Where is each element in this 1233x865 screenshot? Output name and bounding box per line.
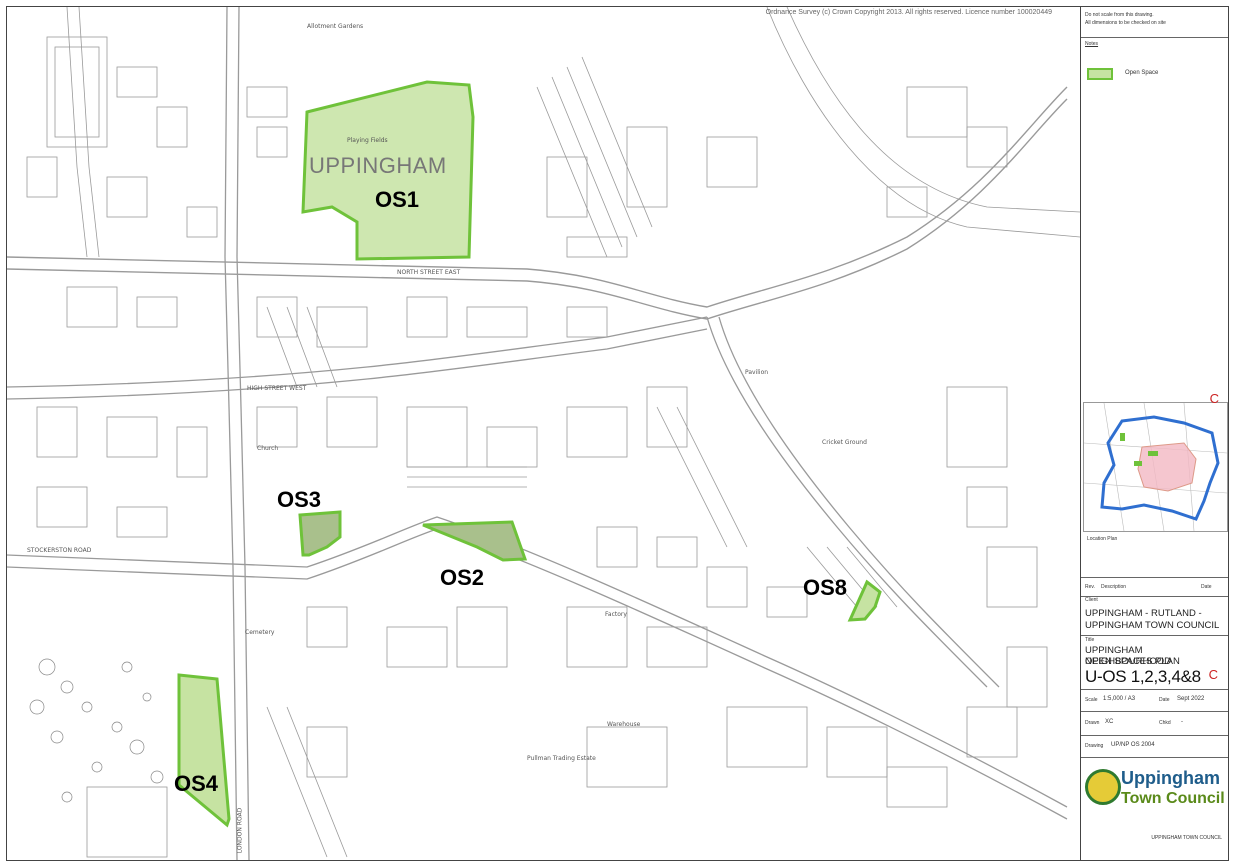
road-label-high-street-west: HIGH STREET WEST [247, 385, 307, 392]
road-label-north-street-east: NORTH STREET EAST [397, 269, 461, 276]
drawn-label: Drawn [1085, 720, 1100, 726]
drawing-notes: Do not scale from this drawing. All dime… [1081, 7, 1228, 38]
plan-revision-letter: C [1208, 667, 1218, 682]
legend-heading: Notes [1085, 41, 1099, 47]
revision-label: Rev. [1085, 584, 1095, 590]
client-line-2: UPPINGHAM TOWN COUNCIL [1085, 620, 1220, 631]
place-label-cricket-ground: Cricket Ground [822, 439, 867, 446]
logo-line-1: Uppingham [1121, 768, 1220, 788]
place-label-church: Church [257, 445, 279, 452]
open-space-label-os3: OS3 [277, 487, 322, 512]
open-space-os4[interactable] [177, 673, 231, 828]
drawn-checked-row: Drawn XC Chkd - [1081, 711, 1228, 736]
inset-map-svg [1083, 402, 1228, 532]
inset-caption: Location Plan [1087, 536, 1118, 542]
drawing-label: Drawing [1085, 743, 1104, 749]
drawn-value: XC [1105, 719, 1114, 725]
open-space-label-os2: OS2 [440, 565, 485, 590]
road-label-london-road: LONDON ROAD [236, 807, 244, 854]
revision-description-label: Description [1101, 584, 1127, 590]
drawing-number-row: Drawing UP/NP OS 2004 [1081, 735, 1228, 758]
note-line-2: All dimensions to be checked on site [1085, 20, 1166, 26]
map-canvas [7, 7, 1080, 860]
checked-value: - [1181, 719, 1183, 725]
title-block: Title UPPINGHAM NEIGHBOURHOOD OPEN SPACE… [1081, 635, 1228, 690]
open-space-os2[interactable] [422, 520, 528, 562]
open-space-os3[interactable] [298, 510, 342, 557]
checked-label: Chkd [1159, 720, 1171, 726]
open-space-os8[interactable] [847, 579, 882, 622]
inset-revision-letter: C [1209, 391, 1219, 406]
copyright-notice: Ordnance Survey (c) Crown Copyright 2013… [765, 9, 1052, 16]
legend-item-open-space: Open Space [1125, 70, 1159, 76]
map-view[interactable]: Ordnance Survey (c) Crown Copyright 2013… [6, 6, 1081, 861]
council-crest-icon [1085, 769, 1121, 805]
footer-text: UPPINGHAM TOWN COUNCIL [1151, 835, 1222, 841]
plan-number: U-OS 1,2,3,4&8 [1085, 667, 1201, 686]
place-label-factory: Factory [605, 611, 627, 618]
open-space-swatch-icon [1087, 68, 1113, 80]
place-label-warehouse: Warehouse [607, 721, 641, 728]
open-space-label-os4: OS4 [174, 771, 219, 796]
road-label-stockerston-road: STOCKERSTON ROAD [27, 547, 92, 554]
client-label: Client [1085, 597, 1098, 603]
town-name-label: UPPINGHAM [309, 153, 447, 178]
scale-value: 1:5,000 / A3 [1103, 696, 1136, 702]
drawing-value: UP/NP OS 2004 [1111, 742, 1155, 748]
note-line-1: Do not scale from this drawing. [1085, 12, 1154, 18]
open-space-label-os8: OS8 [803, 575, 848, 600]
title-label: Title [1085, 637, 1095, 643]
town-council-logo: Uppingham Town Council [1081, 757, 1228, 817]
place-label-pullman-trading-estate: Pullman Trading Estate [527, 755, 596, 762]
place-label-cemetery: Cemetery [245, 629, 275, 636]
revision-date-label: Date [1201, 584, 1212, 590]
logo-line-2: Town Council [1121, 790, 1225, 807]
open-space-os1[interactable] [301, 80, 475, 261]
open-space-label-os1: OS1 [375, 187, 420, 212]
title-block-panel: Do not scale from this drawing. All dime… [1080, 6, 1229, 861]
revision-row: Rev. Description Date [1081, 577, 1228, 597]
date-value: Sept 2022 [1177, 696, 1205, 702]
title-line-2: OPEN SPACES PLAN [1085, 656, 1180, 667]
location-inset-map[interactable]: C Location Plan [1083, 391, 1228, 542]
place-label-pavilion: Pavilion [745, 369, 769, 376]
client-block: Client UPPINGHAM - RUTLAND - UPPINGHAM T… [1081, 595, 1228, 636]
date-label: Date [1159, 697, 1170, 703]
place-label-playing-fields: Playing Fields [347, 137, 388, 144]
scale-date-row: Scale 1:5,000 / A3 Date Sept 2022 [1081, 689, 1228, 712]
place-label-allotment-gardens: Allotment Gardens [307, 23, 364, 30]
client-line-1: UPPINGHAM - RUTLAND - [1085, 608, 1202, 619]
legend: Notes Open Space [1081, 37, 1228, 397]
scale-label: Scale [1085, 697, 1098, 703]
title-line-1: UPPINGHAM NEIGHBOURHOOD [1085, 645, 1172, 667]
